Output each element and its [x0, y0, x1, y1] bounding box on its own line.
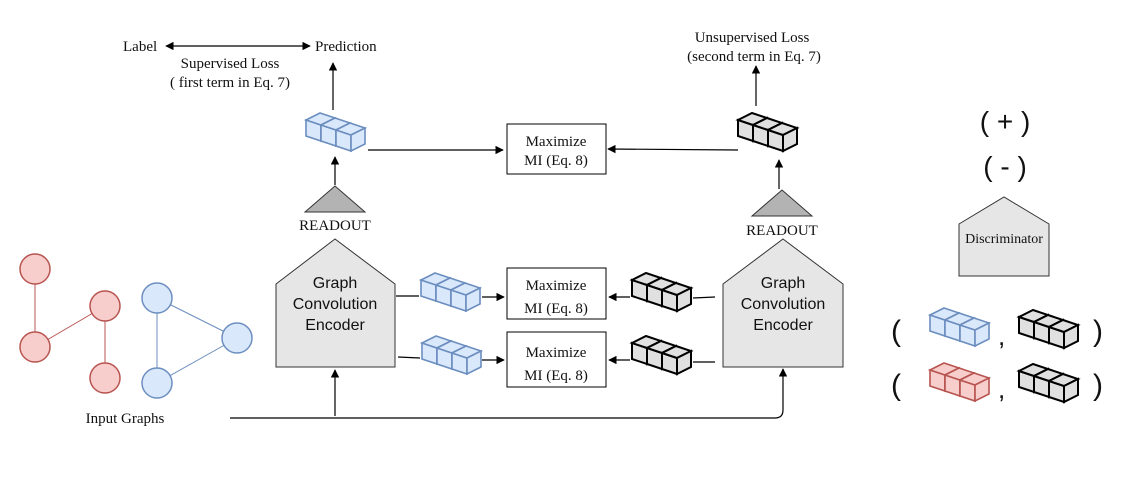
- discriminator-shape: [958, 196, 1050, 277]
- input-graph-blue: [141, 282, 253, 399]
- mi-mid-line1: Maximize: [526, 278, 587, 294]
- input-graph-red: [19, 253, 121, 394]
- pair-negative-open-paren: (: [891, 369, 901, 402]
- node-embedding-blue-bottom: [421, 335, 482, 375]
- encoder-left-line1: Graph: [313, 275, 357, 292]
- pair-positive-blue-cubes: [929, 307, 990, 347]
- graph-embedding-black-top: [737, 112, 798, 152]
- node-embedding-black-mid: [631, 272, 692, 312]
- encoder-right-line3: Encoder: [753, 317, 813, 334]
- graph-embedding-blue-top: [305, 112, 366, 152]
- readout-label-left: READOUT: [299, 218, 371, 234]
- mi-box-bottom: [506, 331, 607, 388]
- discriminator-label: Discriminator: [965, 232, 1043, 247]
- encoder-left-line2: Convolution: [293, 296, 378, 313]
- mi-bottom-line2: MI (Eq. 8): [524, 368, 588, 384]
- mi-box-top: [506, 123, 607, 175]
- right-to-mi-top-arrow: [607, 144, 739, 154]
- supervised-loss-line1: Supervised Loss: [181, 56, 280, 72]
- pair-negative-black-cubes: [1018, 363, 1079, 403]
- encoder-left-line3: Encoder: [305, 317, 365, 334]
- encoder-right-line1: Graph: [761, 275, 805, 292]
- mi-mid-line2: MI (Eq. 8): [524, 301, 588, 317]
- pair-positive-comma: ,: [998, 321, 1005, 351]
- supervised-loss-line2: ( first term in Eq. 7): [170, 75, 290, 91]
- mi-top-line1: Maximize: [526, 134, 587, 150]
- negative-sample-label: ( - ): [983, 151, 1027, 182]
- positive-sample-label: ( + ): [980, 106, 1031, 137]
- pair-negative-close-paren: ): [1093, 369, 1103, 402]
- encoder-right: [722, 238, 844, 368]
- mi-top-line2: MI (Eq. 8): [524, 153, 588, 169]
- node-embedding-blue-mid: [420, 272, 481, 312]
- readout-triangle-left: [303, 185, 367, 213]
- readout-triangle-right: [750, 189, 814, 217]
- mi-bottom-line1: Maximize: [526, 345, 587, 361]
- input-to-right-encoder-arrow: [230, 368, 788, 419]
- node-embedding-black-bottom: [631, 335, 692, 375]
- pair-positive-black-cubes: [1018, 309, 1079, 349]
- encoder-left-to-bottom-cubes: [397, 356, 421, 359]
- pair-positive-close-paren: ): [1093, 315, 1103, 348]
- pair-positive-open-paren: (: [891, 315, 901, 348]
- readout-label-right: READOUT: [746, 223, 818, 239]
- pair-negative-comma: ,: [998, 374, 1005, 404]
- unsupervised-loss-line1: Unsupervised Loss: [695, 30, 810, 46]
- mi-box-mid: [506, 267, 607, 320]
- encoder-left: [275, 238, 396, 368]
- prediction-text: Prediction: [315, 39, 377, 55]
- pair-negative-red-cubes: [929, 362, 990, 402]
- encoder-right-line2: Convolution: [741, 296, 826, 313]
- input-graphs-label: Input Graphs: [86, 411, 165, 427]
- label-text: Label: [123, 39, 157, 55]
- encoder-right-to-black-mid: [692, 296, 716, 299]
- unsupervised-loss-line2: (second term in Eq. 7): [687, 49, 821, 65]
